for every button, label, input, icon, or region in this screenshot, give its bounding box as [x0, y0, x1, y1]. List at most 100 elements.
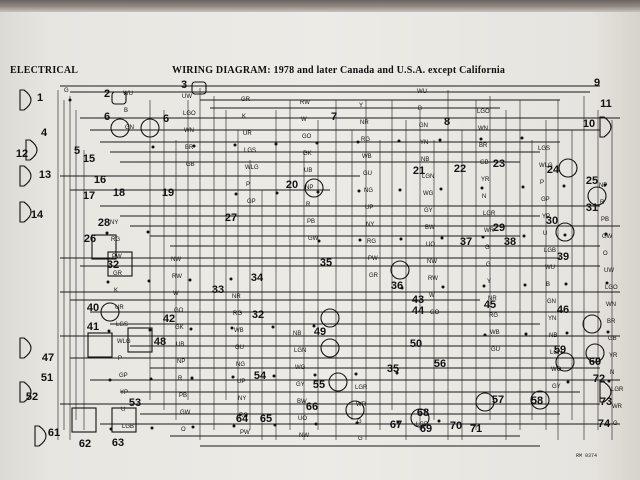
- wire-code: WU: [417, 89, 427, 95]
- wire-code: GB: [186, 162, 195, 168]
- splice-dot: [272, 374, 276, 378]
- splice-dot: [483, 333, 487, 337]
- component-number: 26: [84, 233, 96, 245]
- wire-code: WB: [490, 330, 500, 336]
- splice-dot: [188, 278, 192, 282]
- splice-dot: [234, 192, 238, 196]
- component-box: [111, 407, 137, 433]
- component-number: 24: [547, 164, 560, 176]
- wire-code: LGO: [183, 111, 196, 117]
- splice-dot: [395, 371, 399, 375]
- wire-code: GU: [235, 345, 244, 351]
- splice-dot: [108, 378, 112, 382]
- wire-code: NP: [305, 185, 313, 191]
- component-symbol: [530, 390, 550, 410]
- wire-code: NB: [549, 333, 557, 339]
- splice-dot: [437, 419, 441, 423]
- wire-code: NP: [599, 183, 607, 189]
- wire-code: K: [114, 288, 118, 294]
- wire-code: RG: [233, 311, 242, 317]
- wire-code: P: [246, 182, 250, 188]
- splice-dot: [106, 280, 110, 284]
- splice-dot: [564, 282, 568, 286]
- component-number: 72: [593, 373, 605, 385]
- wire-code: UW: [604, 268, 614, 274]
- wire-code: RG: [111, 237, 120, 243]
- wire-code: UR: [115, 305, 124, 311]
- component-symbol: [100, 302, 120, 322]
- component-symbol: [555, 222, 575, 242]
- component-number: 50: [410, 338, 422, 350]
- component-number: 13: [39, 169, 51, 181]
- wire-code: WLG: [245, 165, 259, 171]
- lamp-symbol: [19, 201, 32, 223]
- wire-code: UP: [237, 379, 245, 385]
- lamp-symbol: [25, 139, 38, 161]
- wire-code: WU: [123, 91, 133, 97]
- wire-code: GN: [125, 125, 134, 131]
- splice-dot: [149, 377, 153, 381]
- wire-code: LGS: [538, 146, 550, 152]
- wire-code: WR: [484, 228, 495, 234]
- splice-dot: [314, 422, 318, 426]
- wire-code: NR: [488, 296, 497, 302]
- wire-code: U: [543, 231, 547, 237]
- wire-code: GB: [608, 336, 617, 342]
- component-number: 55: [313, 379, 325, 391]
- wire-code: N: [610, 370, 614, 376]
- component-number: 34: [251, 272, 264, 284]
- component-number: 30: [546, 215, 558, 227]
- wire-code: W: [429, 293, 435, 299]
- splice-dot: [315, 141, 319, 145]
- component-number: 58: [531, 395, 543, 407]
- wire-code: GW: [180, 410, 191, 416]
- component-number: 10: [583, 118, 595, 130]
- splice-dot: [441, 285, 445, 289]
- lamp-symbol: [19, 381, 32, 403]
- wire-code: B: [546, 282, 550, 288]
- splice-dot: [355, 421, 359, 425]
- wire-code: GR: [369, 273, 379, 279]
- component-number: 32: [252, 309, 264, 321]
- wire-code: GN: [547, 299, 556, 305]
- wire-code: UO: [426, 242, 435, 248]
- component-number: 73: [600, 396, 612, 408]
- connector-symbol: [191, 81, 207, 95]
- wire-code: NW: [427, 259, 437, 265]
- wire-code: WB: [362, 154, 372, 160]
- component-number: 62: [79, 438, 91, 450]
- wire-code: NW: [171, 257, 181, 263]
- splice-dot: [151, 145, 155, 149]
- wire-code: PB: [179, 393, 187, 399]
- wire-code: G: [358, 436, 363, 442]
- wire-code: UO: [298, 416, 307, 422]
- component-number: 37: [460, 236, 472, 248]
- wire-code: R: [178, 376, 183, 382]
- splice-dot: [274, 142, 278, 146]
- component-number: 46: [557, 304, 569, 316]
- component-number: 36: [391, 280, 403, 292]
- wire-code: LGB: [122, 424, 134, 430]
- wire-code: BR: [479, 143, 488, 149]
- lamp-symbol: [599, 116, 612, 138]
- component-number: 44: [412, 305, 425, 317]
- wire-code: NY: [366, 222, 374, 228]
- wire-code: NB: [421, 157, 429, 163]
- wire-code: WG: [295, 365, 306, 371]
- wire-code: GP: [247, 199, 256, 205]
- wire-code: LGS: [116, 322, 128, 328]
- component-number: 45: [484, 299, 496, 311]
- component-number: 64: [236, 413, 249, 425]
- wire-code: BW: [297, 399, 307, 405]
- component-box: [87, 332, 113, 358]
- splice-dot: [399, 237, 403, 241]
- splice-dot: [232, 424, 236, 428]
- wire-code: R: [306, 202, 311, 208]
- splice-dot: [438, 138, 442, 142]
- component-number: 71: [470, 423, 482, 435]
- splice-dot: [356, 140, 360, 144]
- splice-dot: [523, 283, 527, 287]
- wire-code: UP: [365, 205, 373, 211]
- splice-dot: [562, 184, 566, 188]
- wire-code: GW: [308, 236, 319, 242]
